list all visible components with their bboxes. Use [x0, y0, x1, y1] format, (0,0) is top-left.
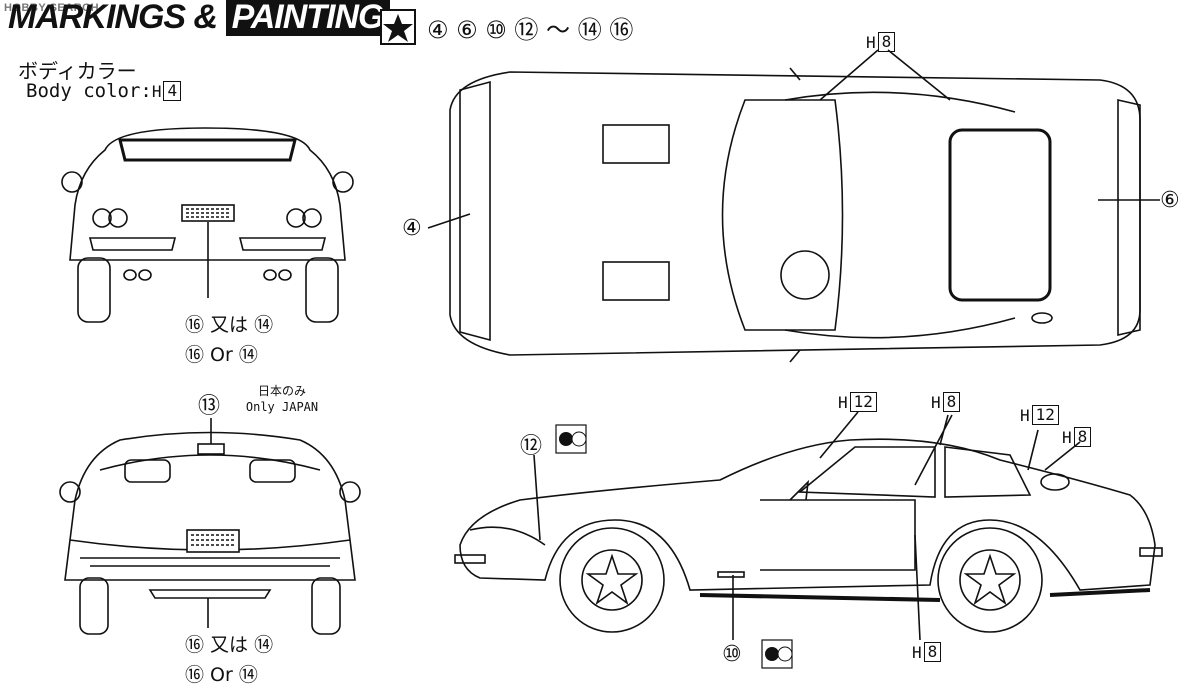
body-color-label-jp: ボディカラー — [18, 59, 137, 83]
title-part2: PAINTING — [225, 0, 390, 36]
front-decal-choice-jp: ⑯ 又は ⑭ — [185, 634, 274, 656]
decal-indicator-icon — [555, 424, 587, 454]
japan-only-note-jp: 日本のみ — [257, 384, 306, 398]
japan-only-note-en: Only JAPAN — [245, 400, 319, 414]
rear-decal-choice-en: ⑯ Or ⑭ — [185, 344, 258, 366]
callout-10: ⑩ — [722, 642, 742, 667]
decal-indicator-icon — [761, 639, 793, 669]
rear-decal-choice-jp: ⑯ 又は ⑭ — [185, 314, 274, 336]
callout-4: ④ — [402, 216, 422, 241]
japan-only-note: 日本のみ Only JAPAN — [232, 383, 332, 415]
body-color-text: Body color: — [26, 80, 152, 102]
decal-number-list: ④ ⑥ ⑩ ⑫ ～ ⑭ ⑯ — [427, 16, 634, 44]
callout-13: ⑬ — [198, 394, 221, 419]
callout-6: ⑥ — [1160, 188, 1180, 213]
title-part1: MARKINGS & — [8, 0, 218, 36]
side-view-drawing — [454, 411, 1163, 641]
watermark: HOBBY SEARCH — [4, 2, 100, 14]
front-decal-choice-en: ⑯ Or ⑭ — [185, 664, 258, 686]
rear-view-drawing — [61, 127, 354, 323]
callout-12: ⑫ — [520, 434, 543, 459]
top-view-drawing — [427, 49, 1160, 363]
page-title: MARKINGS & PAINTING — [8, 0, 390, 37]
star-icon — [380, 9, 416, 45]
front-view-drawing — [59, 418, 361, 635]
